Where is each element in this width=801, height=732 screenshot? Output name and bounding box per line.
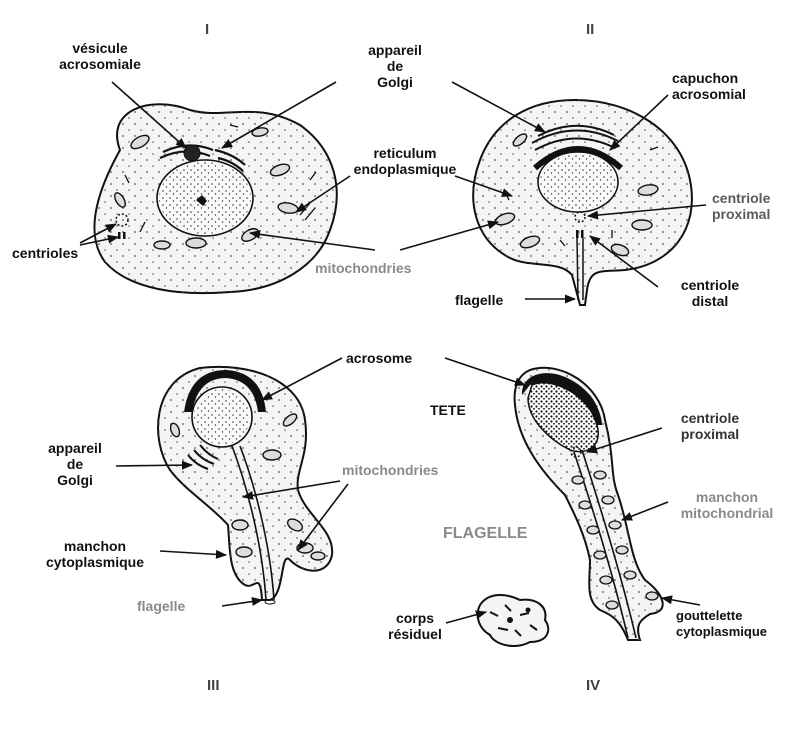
- label-appareil-golgi-3: appareil de Golgi: [30, 440, 120, 488]
- cell-stage-1: [94, 104, 336, 293]
- label-mitochondries-3: mitochondries: [342, 462, 438, 478]
- stage-label-4: IV: [586, 678, 600, 694]
- stage-label-2: II: [586, 22, 594, 38]
- label-corps-residuel: corps résiduel: [380, 610, 450, 642]
- label-vesicule-acrosomiale: vésicule acrosomiale: [40, 40, 160, 72]
- label-acrosome: acrosome: [346, 350, 412, 366]
- cell-stage-3: [158, 367, 332, 604]
- label-mitochondries-top: mitochondries: [315, 260, 411, 276]
- label-centrioles: centrioles: [12, 245, 78, 261]
- label-flagelle-4: FLAGELLE: [443, 526, 527, 542]
- label-manchon-cytoplasmique: manchon cytoplasmique: [20, 538, 170, 570]
- label-capuchon-acrosomial: capuchon acrosomial: [672, 70, 746, 102]
- label-manchon-mitochondrial: manchon mitochondrial: [662, 489, 792, 521]
- label-gouttelette: gouttelette cytoplasmique: [676, 608, 767, 640]
- label-reticulum: reticulum endoplasmique: [345, 145, 465, 177]
- label-flagelle-2: flagelle: [455, 292, 503, 308]
- stage-label-1: I: [205, 22, 209, 38]
- label-flagelle-3: flagelle: [137, 598, 185, 614]
- label-tete: TETE: [430, 402, 466, 418]
- label-centriole-distal: centriole distal: [660, 277, 760, 309]
- cell-stage-4: [515, 368, 663, 640]
- label-centriole-proximal-4: centriole proximal: [660, 410, 760, 442]
- label-appareil-golgi-1: appareil de Golgi: [345, 42, 445, 90]
- label-centriole-proximal-2: centriole proximal: [712, 190, 770, 222]
- residual-body: [478, 595, 549, 646]
- cell-stage-2: [473, 100, 692, 305]
- stage-label-3: III: [207, 678, 220, 694]
